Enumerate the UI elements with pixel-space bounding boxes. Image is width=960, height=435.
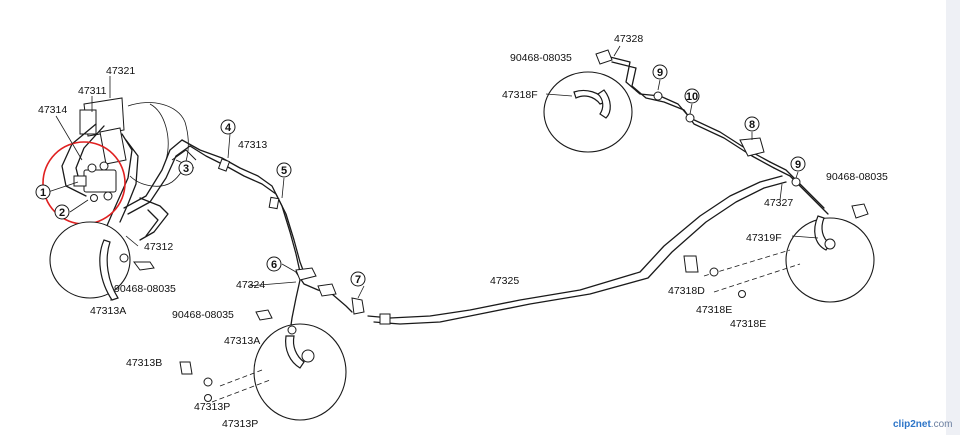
callout-7: 7 bbox=[350, 271, 366, 287]
label-47318E-b: 47318E bbox=[730, 318, 766, 330]
label-90468-08035-c: 90468-08035 bbox=[510, 52, 572, 64]
label-47313P-a: 47313P bbox=[194, 401, 230, 413]
label-47325: 47325 bbox=[490, 275, 519, 287]
label-90468-08035-b: 90468-08035 bbox=[172, 309, 234, 321]
callout-8: 8 bbox=[744, 116, 760, 132]
label-47324: 47324 bbox=[236, 279, 265, 291]
rear-right-upper-brake bbox=[543, 49, 633, 153]
callout-1: 1 bbox=[35, 184, 51, 200]
label-47313A-b: 47313A bbox=[224, 335, 260, 347]
svg-text:5: 5 bbox=[281, 165, 287, 177]
tube-47327 bbox=[739, 137, 869, 219]
leader-lines bbox=[47, 45, 819, 301]
callout-5: 5 bbox=[276, 162, 292, 178]
label-47311: 47311 bbox=[78, 85, 107, 97]
watermark-brand: clip2net bbox=[893, 419, 931, 430]
label-90468-08035-d: 90468-08035 bbox=[826, 171, 888, 183]
callout-2: 2 bbox=[54, 204, 70, 220]
label-47314: 47314 bbox=[38, 104, 67, 116]
tube-47313 bbox=[171, 139, 307, 279]
callout-10: 10 bbox=[684, 88, 700, 104]
label-47318E-a: 47318E bbox=[696, 304, 732, 316]
svg-text:3: 3 bbox=[183, 163, 189, 175]
svg-text:9: 9 bbox=[657, 67, 663, 79]
callout-3: 3 bbox=[178, 160, 194, 176]
svg-text:6: 6 bbox=[271, 259, 277, 271]
svg-text:7: 7 bbox=[355, 274, 361, 286]
svg-text:10: 10 bbox=[686, 91, 698, 103]
junction-47324 bbox=[255, 267, 365, 333]
label-47327: 47327 bbox=[764, 197, 793, 209]
tube-47328 bbox=[605, 55, 775, 169]
label-47318F: 47318F bbox=[502, 89, 538, 101]
label-47312: 47312 bbox=[144, 241, 173, 253]
scrollbar-track[interactable] bbox=[946, 0, 960, 435]
watermark: clip2net.com bbox=[893, 419, 952, 430]
rear-left-brake bbox=[179, 323, 347, 421]
label-47313B: 47313B bbox=[126, 357, 162, 369]
tube-47325 bbox=[367, 175, 787, 325]
callout-4: 4 bbox=[220, 119, 236, 135]
callout-9-upper: 9 bbox=[652, 64, 668, 80]
callout-6: 6 bbox=[266, 256, 282, 272]
callout-9-right: 9 bbox=[790, 156, 806, 172]
label-47321: 47321 bbox=[106, 65, 135, 77]
label-47319F: 47319F bbox=[746, 232, 782, 244]
svg-text:2: 2 bbox=[59, 207, 65, 219]
svg-text:4: 4 bbox=[225, 122, 232, 134]
proportioning-valve bbox=[73, 161, 117, 202]
svg-text:8: 8 bbox=[749, 119, 755, 131]
svg-text:9: 9 bbox=[795, 159, 801, 171]
watermark-domain: .com bbox=[930, 419, 953, 430]
label-47313P-b: 47313P bbox=[222, 418, 258, 430]
label-47313A-a: 47313A bbox=[90, 305, 126, 317]
label-90468-08035-a: 90468-08035 bbox=[114, 283, 176, 295]
svg-text:1: 1 bbox=[40, 187, 46, 199]
label-47313: 47313 bbox=[238, 139, 267, 151]
front-left-brake bbox=[49, 221, 155, 301]
label-47328: 47328 bbox=[614, 33, 643, 45]
label-47318D: 47318D bbox=[668, 285, 705, 297]
front-right-brake bbox=[683, 215, 875, 303]
